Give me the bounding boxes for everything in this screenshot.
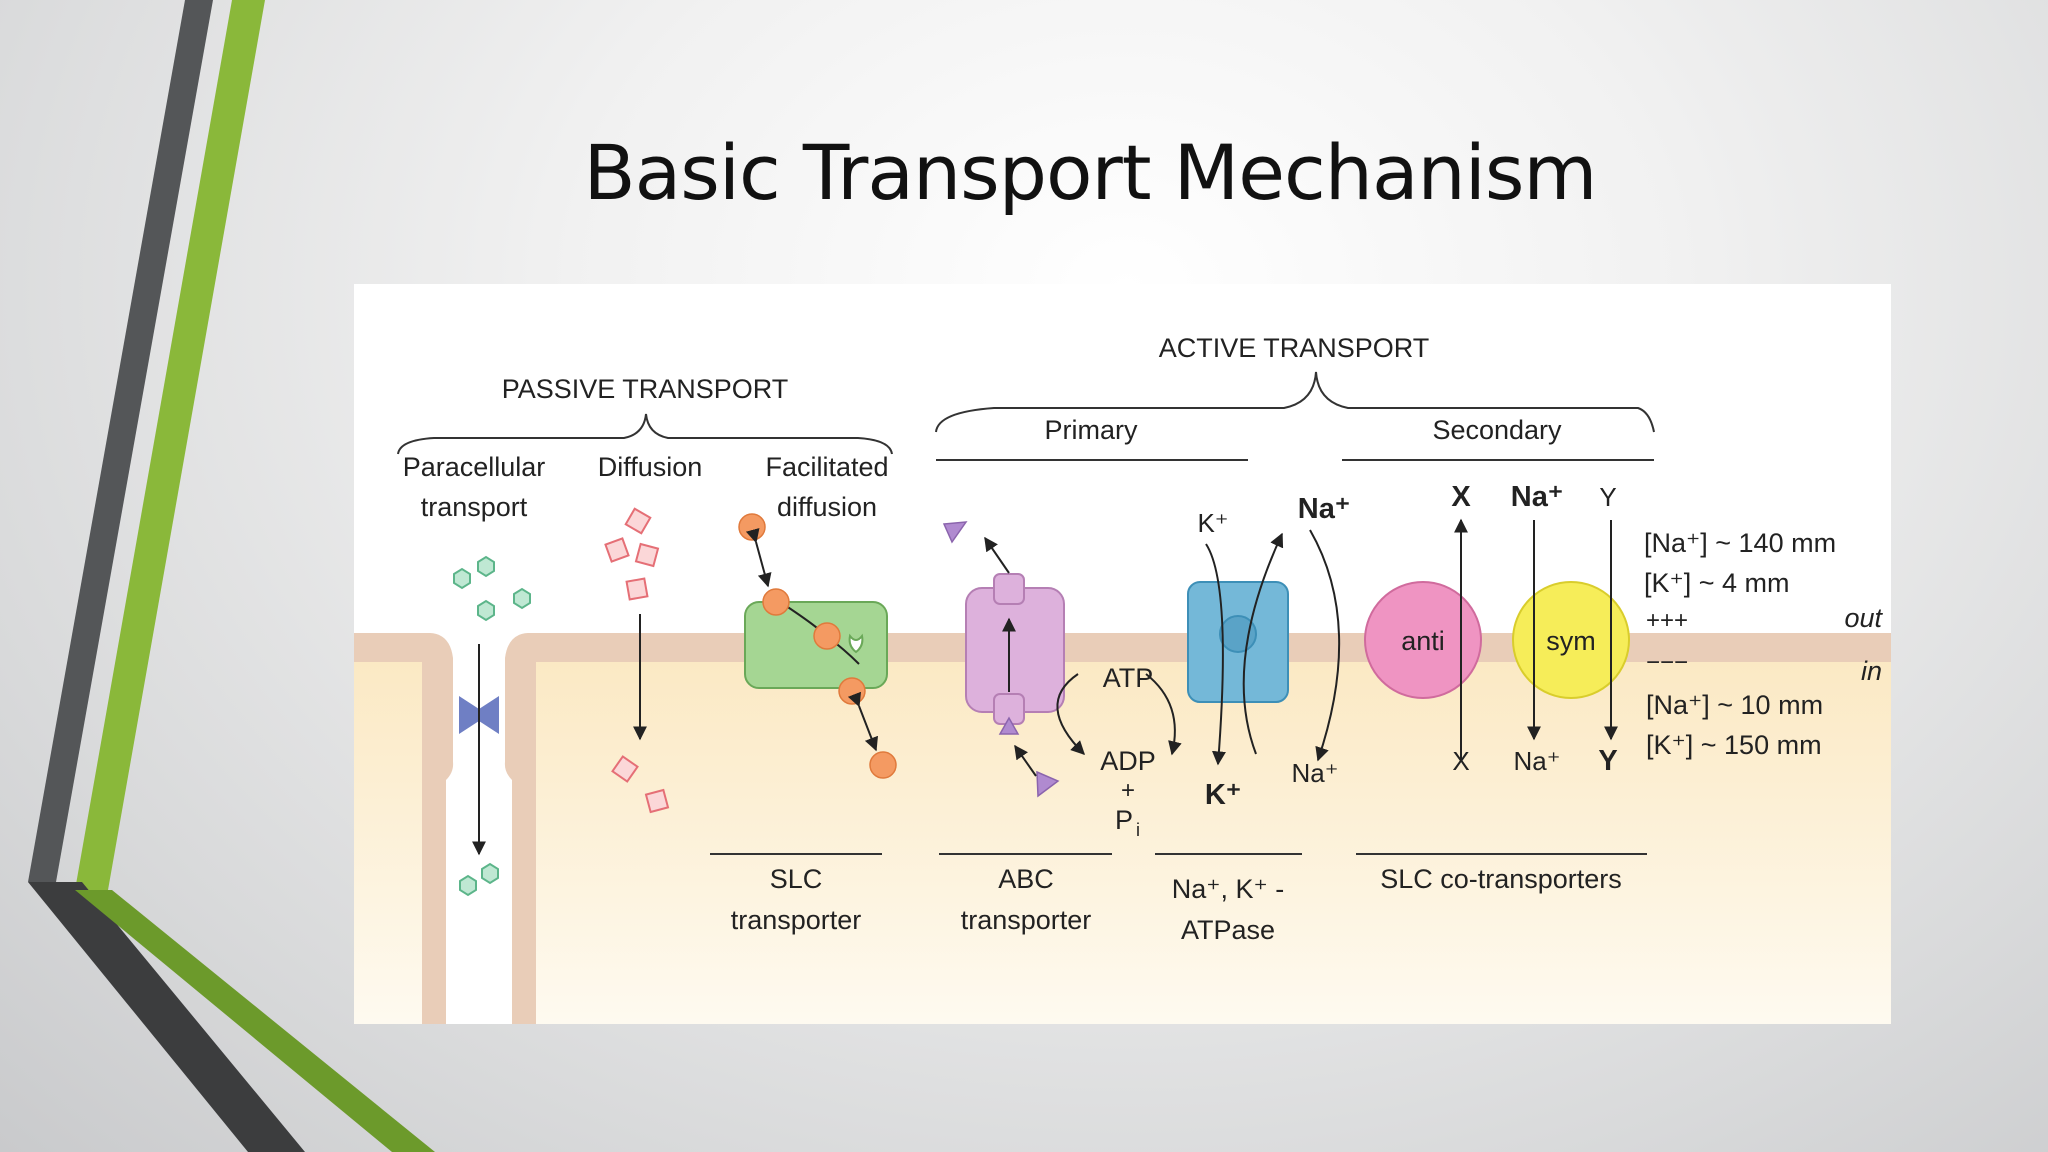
plus-signs: +++ [1646, 607, 1688, 634]
active-brace [935, 371, 1655, 433]
y-out-label: Y [1599, 482, 1616, 512]
diagram-panel: PASSIVE TRANSPORT ACTIVE TRANSPORT Prima… [354, 284, 1891, 1024]
symporter [1512, 581, 1630, 699]
atpase-label: Na⁺, K⁺ - [1172, 874, 1285, 904]
purple-solutes [942, 521, 1060, 798]
green-accent-stripe-lower [75, 890, 435, 1152]
in-k-concentration: [K⁺] ~ 150 mm [1646, 730, 1822, 760]
plus-label: + [1121, 777, 1135, 804]
atpase-label-line2: ATPase [1181, 915, 1275, 945]
minus-signs: −−− [1646, 649, 1688, 676]
active-heading: ACTIVE TRANSPORT [1159, 333, 1430, 363]
na-out-label: Na⁺ [1298, 493, 1350, 525]
out-label: out [1844, 603, 1883, 633]
adp-label: ADP [1100, 746, 1156, 776]
pi-label: P [1115, 805, 1133, 835]
atp-label: ATP [1103, 663, 1154, 693]
slc-co-label: SLC co-transporters [1380, 864, 1622, 894]
paracellular-label: Paracellular [403, 452, 546, 482]
x-out-label: X [1451, 481, 1471, 513]
y-in-label: Y [1598, 745, 1617, 777]
k-in-label: K⁺ [1205, 779, 1241, 811]
dark-accent-stripe-lower [28, 882, 305, 1152]
slc-label: SLC [770, 864, 823, 894]
pi-subscript: i [1136, 820, 1140, 840]
antiporter [1364, 581, 1482, 699]
k-out-label: K⁺ [1197, 508, 1228, 538]
red-solutes [604, 507, 670, 814]
in-label: in [1861, 656, 1882, 686]
facilitated-label: Facilitated [765, 452, 888, 482]
slide-title: Basic Transport Mechanism [583, 128, 1598, 217]
primary-label: Primary [1045, 415, 1138, 445]
paracellular-label-line2: transport [421, 492, 528, 522]
facilitated-carrier [744, 601, 888, 689]
secondary-label: Secondary [1432, 415, 1562, 445]
out-k-concentration: [K⁺] ~ 4 mm [1644, 568, 1790, 598]
green-solutes [453, 555, 531, 897]
na-sym-in-label: Na⁺ [1514, 746, 1561, 776]
na-in-label: Na⁺ [1292, 758, 1339, 788]
transport-diagram: PASSIVE TRANSPORT ACTIVE TRANSPORT Prima… [354, 333, 1891, 1024]
diffusion-label: Diffusion [598, 452, 703, 482]
na-sym-out-label: Na⁺ [1511, 481, 1563, 513]
out-na-concentration: [Na⁺] ~ 140 mm [1644, 528, 1836, 558]
slc-label-line2: transporter [731, 905, 862, 935]
passive-brace [397, 413, 893, 455]
abc-label-line2: transporter [961, 905, 1092, 935]
in-na-concentration: [Na⁺] ~ 10 mm [1646, 690, 1823, 720]
green-accent-stripe [75, 0, 265, 890]
anti-label: anti [1401, 626, 1445, 656]
abc-label: ABC [998, 864, 1054, 894]
dark-accent-stripe [28, 0, 213, 882]
passive-heading: PASSIVE TRANSPORT [502, 374, 789, 404]
sym-label: sym [1546, 626, 1596, 656]
x-in-label: X [1452, 746, 1469, 776]
facilitated-label-line2: diffusion [777, 492, 877, 522]
